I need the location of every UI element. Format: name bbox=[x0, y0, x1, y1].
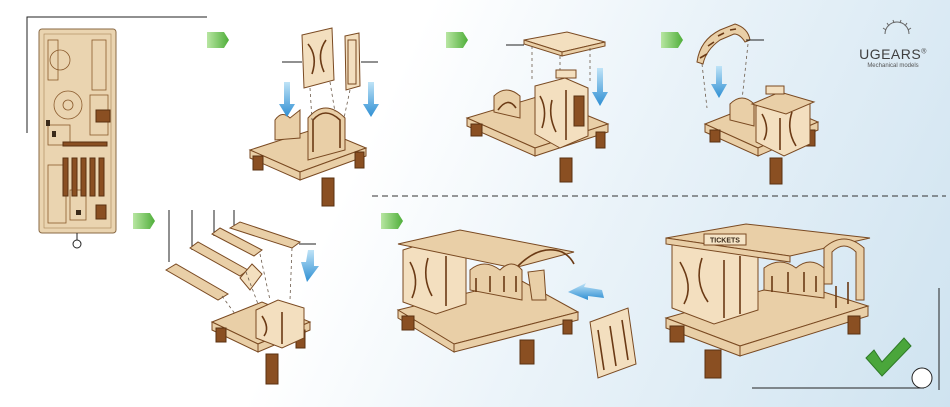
step-arrow-icon bbox=[661, 32, 683, 48]
brand-logo: UGEARS® Mechanical models bbox=[858, 16, 928, 69]
down-arrow-icon bbox=[279, 82, 295, 117]
final-marker-circle bbox=[912, 368, 932, 388]
down-arrow-icon bbox=[711, 66, 727, 98]
down-arrow-icon bbox=[301, 250, 319, 282]
down-arrow-icon bbox=[592, 68, 608, 106]
step-4-assembly bbox=[166, 210, 319, 384]
brand-name: UGEARS® bbox=[858, 46, 928, 62]
step-arrow-icon bbox=[207, 32, 229, 48]
plywood-sheet bbox=[39, 29, 116, 233]
down-arrow-icon bbox=[363, 82, 379, 117]
left-arrow-icon bbox=[568, 283, 604, 300]
brand-tagline: Mechanical models bbox=[858, 63, 928, 69]
step-arrow-icon bbox=[133, 213, 155, 229]
tickets-sign-label: TICKETS bbox=[710, 238, 740, 245]
step-2-assembly bbox=[467, 32, 608, 182]
final-assembly: TICKETS bbox=[666, 224, 870, 378]
checkmark-icon bbox=[866, 338, 911, 376]
step-arrow-icon bbox=[446, 32, 468, 48]
step-5-assembly bbox=[398, 230, 636, 378]
step-1-assembly bbox=[250, 28, 379, 206]
step-3-assembly bbox=[697, 24, 818, 184]
sheet-marker-circle bbox=[73, 240, 81, 248]
step-arrow-icon bbox=[381, 213, 403, 229]
tickets-sign: TICKETS bbox=[704, 234, 746, 245]
